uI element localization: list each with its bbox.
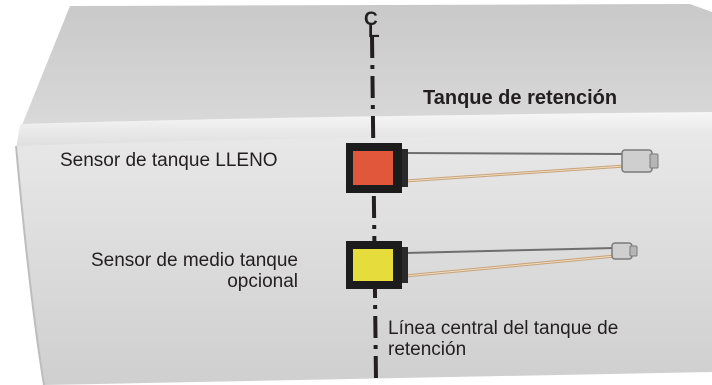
centerline-symbol: C L xyxy=(364,9,380,42)
full-sensor xyxy=(346,143,408,193)
half-sensor-label: Sensor de medio tanque opcional xyxy=(90,250,298,292)
centerline-label: Línea central del tanque de retención xyxy=(388,318,619,360)
tank-top-face xyxy=(20,4,712,130)
centerline xyxy=(370,35,378,381)
full-sensor-wires xyxy=(404,152,626,183)
tank-edge xyxy=(16,112,712,150)
half-sensor-connector xyxy=(611,242,638,260)
half-sensor-wires xyxy=(404,247,616,278)
full-sensor-connector xyxy=(621,149,659,173)
half-sensor xyxy=(346,241,408,289)
full-sensor-label: Sensor de tanque LLENO xyxy=(60,150,278,171)
tank-title: Tanque de retención xyxy=(423,87,618,109)
